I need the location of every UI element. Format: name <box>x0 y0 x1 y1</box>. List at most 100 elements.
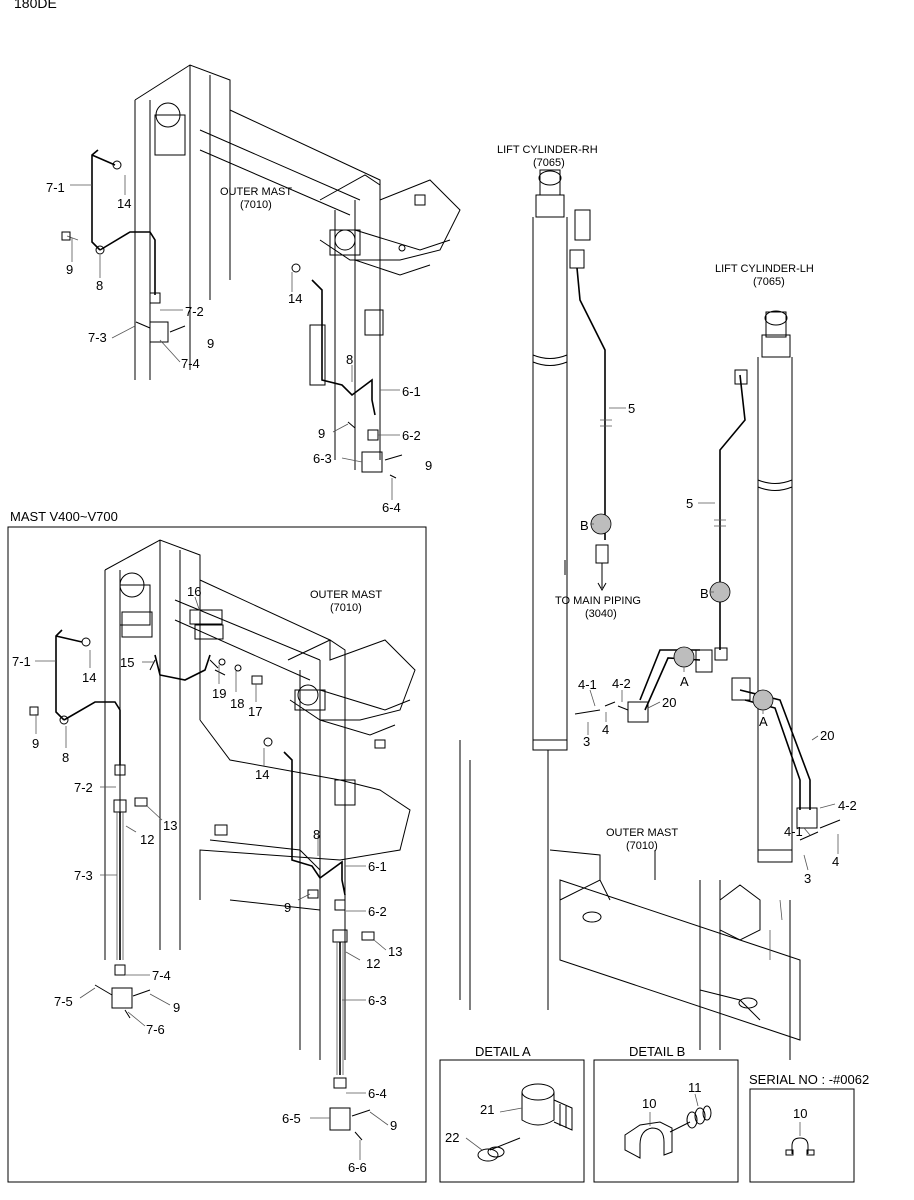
main-piping-code: (3040) <box>585 608 617 620</box>
right-cylinders-drawing <box>459 169 841 1060</box>
callout: 10 <box>793 1106 807 1121</box>
callout: 20 <box>820 728 834 743</box>
detail-a-drawing <box>465 1083 573 1162</box>
serial-no-label: SERIAL NO : -#0062 <box>749 1072 869 1087</box>
callout: 14 <box>117 196 131 211</box>
lift-cyl-lh-code: (7065) <box>753 276 785 288</box>
section-title: MAST V400~V700 <box>10 509 118 524</box>
serial-drawing <box>785 1122 815 1156</box>
callout: 22 <box>445 1130 459 1145</box>
callout: 8 <box>346 352 353 367</box>
outer-mast-top-label: OUTER MAST <box>220 186 292 198</box>
callout: 8 <box>96 278 103 293</box>
top-left-callouts: 7-1 14 9 8 7-2 7-3 9 7-4 <box>46 180 214 371</box>
callout: 20 <box>662 695 676 710</box>
inset-frame <box>7 526 427 1183</box>
callout: 21 <box>480 1102 494 1117</box>
callout: 3 <box>804 871 811 886</box>
callout: 16 <box>187 584 201 599</box>
callout: 12 <box>366 956 380 971</box>
callout: 6-4 <box>382 500 401 515</box>
callout: 7-3 <box>88 330 107 345</box>
outer-mast-inset-label: OUTER MAST <box>310 589 382 601</box>
callout: 4-1 <box>578 677 597 692</box>
lift-cyl-rh-code: (7065) <box>533 157 565 169</box>
inset-mid-callouts: 14 8 6-1 9 6-2 13 12 6-3 6-4 6-5 9 6-6 <box>255 767 402 1175</box>
callout: 13 <box>163 818 177 833</box>
main-piping-label: TO MAIN PIPING <box>555 595 641 607</box>
detail-b-title: DETAIL B <box>629 1044 685 1059</box>
callout: 13 <box>388 944 402 959</box>
inset-mast-drawing <box>29 539 416 1160</box>
page-header: 180DE <box>14 0 57 11</box>
lift-cyl-lh-label: LIFT CYLINDER-LH <box>715 263 814 275</box>
callout: 7-1 <box>12 654 31 669</box>
callout: A <box>759 714 768 729</box>
callout: 10 <box>642 1096 656 1111</box>
callout: 9 <box>32 736 39 751</box>
outer-mast-right-code: (7010) <box>626 840 658 852</box>
callout: 6-6 <box>348 1160 367 1175</box>
callout: 6-3 <box>368 993 387 1008</box>
detail-a-frame <box>439 1059 585 1183</box>
callout: 9 <box>318 426 325 441</box>
callout: 9 <box>425 458 432 473</box>
detail-a-callouts: 21 22 <box>445 1102 494 1145</box>
detail-a-title: DETAIL A <box>475 1044 531 1059</box>
callout: 7-3 <box>74 868 93 883</box>
callout: 7-4 <box>181 356 200 371</box>
callout: 7-2 <box>185 304 204 319</box>
callout: 17 <box>248 704 262 719</box>
callout: 9 <box>284 900 291 915</box>
callout: 3 <box>583 734 590 749</box>
callout: 5 <box>686 496 693 511</box>
callout: 11 <box>688 1080 702 1095</box>
callout: 7-6 <box>146 1022 165 1037</box>
callout: B <box>580 518 589 533</box>
callout: 14 <box>82 670 96 685</box>
outer-mast-top-code: (7010) <box>240 199 272 211</box>
callout: A <box>680 674 689 689</box>
callout: 14 <box>255 767 269 782</box>
outer-mast-right-label: OUTER MAST <box>606 827 678 839</box>
callout: 8 <box>313 827 320 842</box>
detail-b-frame <box>593 1059 739 1183</box>
callout: 9 <box>207 336 214 351</box>
inset-left-callouts: 16 15 7-1 14 19 18 17 9 8 7-2 13 12 7-3 … <box>12 584 262 1037</box>
callout: 7-2 <box>74 780 93 795</box>
callout: 15 <box>120 655 134 670</box>
callout: 7-4 <box>152 968 171 983</box>
callout: 6-5 <box>282 1111 301 1126</box>
callout: 4-2 <box>838 798 857 813</box>
detail-b-callouts: 11 10 <box>642 1080 702 1111</box>
serial-no-frame <box>749 1088 855 1183</box>
callout: 6-1 <box>402 384 421 399</box>
callout: 19 <box>212 686 226 701</box>
callout: 7-5 <box>54 994 73 1009</box>
callout: 4-2 <box>612 676 631 691</box>
callout: 4 <box>832 854 839 869</box>
top-mid-callouts: 14 8 6-1 9 6-2 6-3 9 6-4 <box>288 291 432 515</box>
callout: 12 <box>140 832 154 847</box>
callout: 6-4 <box>368 1086 387 1101</box>
callout: 14 <box>288 291 302 306</box>
callout: 7-1 <box>46 180 65 195</box>
callout: 8 <box>62 750 69 765</box>
callout: 18 <box>230 696 244 711</box>
top-mast-drawing <box>61 64 461 500</box>
callout: 6-2 <box>368 904 387 919</box>
callout: 4 <box>602 722 609 737</box>
callout: 6-1 <box>368 859 387 874</box>
detail-b-drawing <box>624 1093 712 1159</box>
callout: 6-2 <box>402 428 421 443</box>
callout: 9 <box>173 1000 180 1015</box>
callout: B <box>700 586 709 601</box>
lift-cyl-rh-label: LIFT CYLINDER-RH <box>497 144 598 156</box>
callout: 5 <box>628 401 635 416</box>
callout: 9 <box>390 1118 397 1133</box>
callout: 9 <box>66 262 73 277</box>
right-callouts: 5 B 5 B A A 4-1 4-2 20 3 4 20 4-2 4-1 4 … <box>578 401 857 886</box>
outer-mast-inset-code: (7010) <box>330 602 362 614</box>
